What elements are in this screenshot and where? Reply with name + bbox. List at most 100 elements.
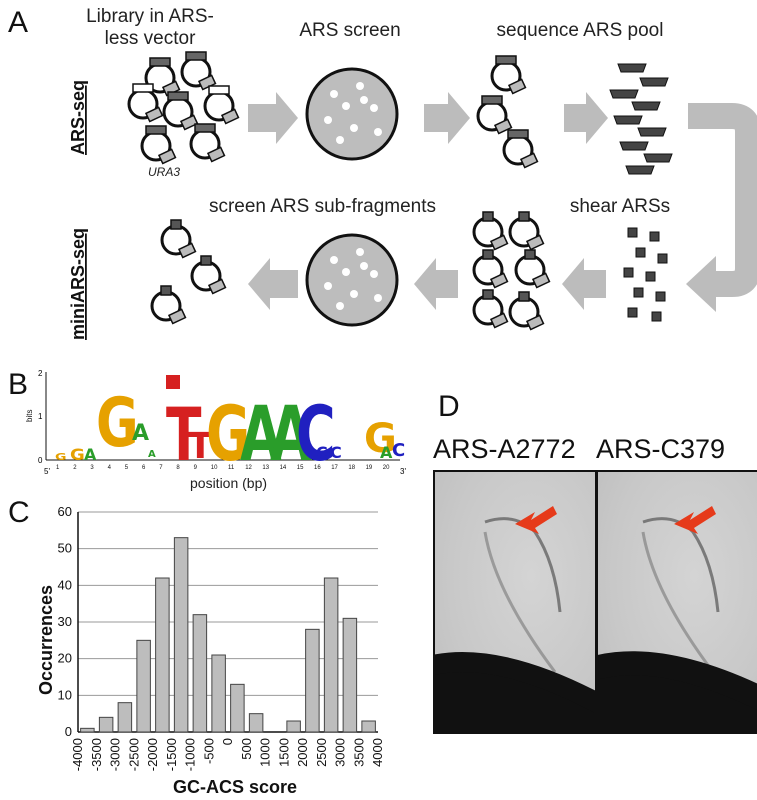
bar-3500 bbox=[361, 720, 376, 733]
svg-text:A: A bbox=[148, 449, 156, 460]
x-tick-label: 2500 bbox=[314, 738, 329, 767]
svg-text:T: T bbox=[166, 392, 201, 477]
logo-position-19: 19 bbox=[366, 465, 373, 471]
x-tick-label: 1500 bbox=[276, 738, 291, 767]
bar--4000 bbox=[80, 727, 95, 733]
petri-dish-2 bbox=[305, 233, 399, 327]
label-ars-screen: ARS screen bbox=[299, 20, 401, 41]
svg-text:T: T bbox=[188, 426, 213, 467]
gel-image-1 bbox=[433, 470, 597, 734]
panel-letter-a: A bbox=[8, 6, 29, 39]
gel-image-2 bbox=[596, 470, 757, 734]
x-tick-label: 3500 bbox=[351, 738, 366, 767]
sequence-logo: bits 0 1 2 G G A G A A T T G A A C C C G… bbox=[25, 369, 406, 491]
ars-pool-plasmids bbox=[476, 54, 539, 169]
x-tick-label: 4000 bbox=[370, 738, 385, 767]
label-sequence-pool: sequence ARS pool bbox=[496, 20, 664, 41]
x-tick-label: -4000 bbox=[70, 738, 85, 771]
final-plasmids bbox=[150, 218, 227, 325]
logo-ytick-1: 1 bbox=[38, 412, 43, 421]
svg-text:C: C bbox=[296, 391, 336, 478]
logo-position-10: 10 bbox=[211, 465, 218, 471]
bar-500 bbox=[248, 713, 264, 733]
x-tick-label: -1500 bbox=[164, 738, 179, 771]
bar--2500 bbox=[136, 639, 151, 733]
x-tick-label: -1000 bbox=[183, 738, 198, 771]
bar-2500 bbox=[323, 577, 339, 733]
x-tick-label: -3500 bbox=[89, 738, 104, 771]
svg-text:C: C bbox=[392, 440, 405, 461]
logo-position-7: 7 bbox=[159, 465, 163, 471]
bar--2000 bbox=[155, 577, 170, 733]
fragments-large bbox=[609, 63, 673, 175]
svg-text:C: C bbox=[316, 443, 328, 462]
logo-position-13: 13 bbox=[262, 465, 269, 471]
logo-ytick-0: 0 bbox=[38, 456, 43, 465]
arrows-row1 bbox=[248, 92, 608, 144]
logo-ylabel: bits bbox=[25, 410, 34, 422]
arrow-marker-1 bbox=[515, 506, 557, 534]
x-tick-label: -2000 bbox=[145, 738, 160, 771]
y-tick-label: 60 bbox=[58, 504, 72, 519]
hist-xlabel: GC-ACS score bbox=[173, 777, 297, 797]
svg-text:G: G bbox=[70, 446, 85, 465]
logo-position-8: 8 bbox=[176, 465, 180, 471]
arrows-row2 bbox=[248, 258, 606, 310]
y-tick-label: 0 bbox=[65, 724, 72, 739]
label-screen-subfragments: screen ARS sub-fragments bbox=[208, 196, 437, 217]
x-tick-label: -500 bbox=[201, 738, 216, 764]
logo-position-11: 11 bbox=[228, 465, 235, 471]
y-tick-label: 40 bbox=[58, 577, 72, 592]
svg-text:C: C bbox=[330, 443, 342, 462]
svg-text:G: G bbox=[206, 391, 250, 478]
svg-text:A: A bbox=[132, 421, 149, 446]
svg-text:G: G bbox=[96, 384, 139, 462]
bar--3500 bbox=[98, 716, 114, 733]
x-tick-label: 2000 bbox=[295, 738, 310, 767]
bar-0 bbox=[230, 683, 245, 733]
logo-ytick-2: 2 bbox=[38, 369, 43, 378]
logo-position-15: 15 bbox=[297, 465, 304, 471]
bar-1500 bbox=[286, 720, 301, 733]
x-tick-label: -2500 bbox=[126, 738, 141, 771]
logo-position-6: 6 bbox=[142, 465, 146, 471]
x-tick-label: 0 bbox=[220, 738, 235, 745]
logo-position-3: 3 bbox=[90, 465, 94, 471]
petri-dish-1 bbox=[305, 67, 399, 161]
logo-position-1: 1 bbox=[56, 465, 60, 471]
bar--3000 bbox=[117, 702, 133, 733]
svg-text:A: A bbox=[240, 391, 282, 478]
panel-letter-d: D bbox=[438, 390, 460, 423]
logo-position-18: 18 bbox=[348, 465, 355, 471]
logo-position-5: 5 bbox=[125, 465, 129, 471]
uturn-arrow-head bbox=[686, 256, 716, 312]
label-library: Library in ARS-less vector bbox=[86, 6, 214, 49]
logo-position-16: 16 bbox=[314, 465, 321, 471]
uturn-arrow-shaft bbox=[688, 103, 757, 297]
x-tick-label: 500 bbox=[239, 738, 254, 760]
fragments-small bbox=[623, 227, 668, 322]
bar--1000 bbox=[192, 614, 208, 733]
bar-2000 bbox=[305, 628, 320, 733]
logo-position-17: 17 bbox=[331, 465, 338, 471]
logo-3prime: 3' bbox=[400, 467, 406, 476]
logo-position-20: 20 bbox=[383, 465, 390, 471]
bar--1500 bbox=[173, 537, 189, 733]
gel-title-2: ARS-C379 bbox=[596, 434, 726, 464]
logo-5prime: 5' bbox=[44, 467, 50, 476]
gel-title-1: ARS-A2772 bbox=[433, 434, 576, 464]
logo-position-14: 14 bbox=[280, 465, 287, 471]
logo-position-4: 4 bbox=[108, 465, 112, 471]
logo-xlabel: position (bp) bbox=[190, 475, 267, 491]
bar--500 bbox=[211, 654, 226, 733]
subfragment-plasmids bbox=[472, 210, 551, 331]
panel-letter-b: B bbox=[8, 368, 29, 401]
row-label-miniars-seq: miniARS-seq bbox=[68, 228, 88, 340]
logo-position-2: 2 bbox=[73, 465, 77, 471]
x-tick-label: 1000 bbox=[258, 738, 273, 767]
y-tick-label: 10 bbox=[58, 687, 72, 702]
x-tick-label: -3000 bbox=[108, 738, 123, 771]
logo-position-12: 12 bbox=[245, 465, 252, 471]
panel-letter-c: C bbox=[8, 496, 30, 529]
